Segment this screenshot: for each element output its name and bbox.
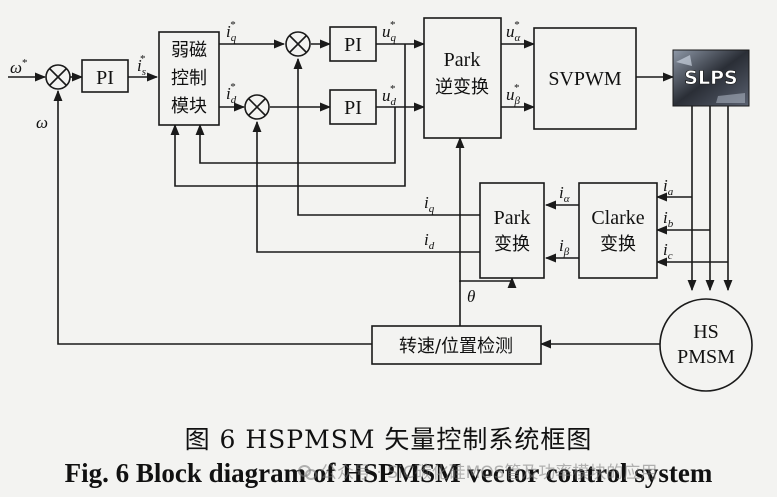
- inverse-park-block: [423, 17, 502, 139]
- label-omega-fb: ω: [36, 113, 48, 132]
- label-ubeta-ref: uβ*: [506, 82, 521, 107]
- label-ic: ic: [663, 240, 673, 262]
- label-is-ref: is*: [137, 53, 146, 78]
- pi-speed-block: [81, 59, 129, 93]
- caption-english: Fig. 6 Block diagram of HSPMSM vector co…: [64, 458, 713, 488]
- wire-theta-park: [459, 276, 517, 326]
- label-id-fb: id: [424, 230, 435, 252]
- pi-q-block: [329, 26, 377, 62]
- flux-weakening-label-3: 模块: [171, 96, 207, 117]
- park-label-1: Park: [494, 207, 531, 229]
- clarke-label-1: Clarke: [591, 207, 644, 229]
- watermark: 公众号 · SiC碳化硅MOS管及功率模块的应用: [298, 458, 657, 483]
- inverse-park-label-1: Park: [444, 49, 481, 71]
- wechat-icon: [298, 465, 317, 480]
- label-iq-fb: iq: [424, 193, 435, 215]
- label-ib: ib: [663, 208, 674, 230]
- sum-q: [285, 31, 311, 57]
- inverse-park-label-2: 逆变换: [435, 77, 489, 98]
- label-ualpha-ref: uα*: [506, 19, 521, 44]
- motor-label-2: PMSM: [677, 346, 735, 368]
- sensor-label: 转速/位置检测: [399, 336, 513, 357]
- caption-chinese: 图 6 HSPMSM 矢量控制系统框图: [184, 425, 593, 454]
- inverter-label: SLPS: [684, 67, 737, 89]
- wire-id-fb: [252, 120, 480, 253]
- label-ibeta: iβ: [559, 236, 570, 258]
- flux-weakening-label-2: 控制: [171, 68, 207, 89]
- motor-block: [659, 298, 753, 392]
- svpwm-block: [533, 27, 637, 130]
- clarke-label-2: 变换: [600, 234, 636, 255]
- label-uq-ref: uq*: [382, 19, 397, 44]
- label-ud-ref: ud*: [382, 83, 397, 108]
- flux-weakening-block: [158, 31, 220, 126]
- inverter-block: [672, 49, 750, 107]
- park-label-2: 变换: [494, 234, 530, 255]
- clarke-block: [578, 182, 658, 279]
- pi-d-block: [329, 89, 377, 125]
- wire-uq-fb: [170, 44, 406, 187]
- watermark-text: 公众号 · SiC碳化硅MOS管及功率模块的应用: [320, 463, 658, 483]
- label-ia: ia: [663, 176, 674, 198]
- flux-weakening-label-1: 弱磁: [171, 40, 207, 61]
- label-omega-ref: ω*: [10, 57, 28, 77]
- sum-d: [244, 94, 270, 120]
- sensor-block: [371, 325, 542, 365]
- wire-iq-fb: [293, 57, 480, 216]
- pi-d-label: PI: [344, 97, 362, 119]
- svpwm-label: SVPWM: [548, 68, 622, 90]
- park-block: [479, 182, 545, 279]
- vector-control-block-diagram: PI PI PI Park Park Clarke SVPWM HS PMSM …: [8, 17, 753, 392]
- pi-q-label: PI: [344, 34, 362, 56]
- sum-speed: [45, 64, 71, 90]
- label-ialpha: iα: [559, 183, 570, 205]
- motor-label-1: HS: [693, 321, 719, 343]
- label-theta: θ: [467, 287, 475, 306]
- label-iq-ref: iq*: [226, 19, 237, 44]
- wire-omega-fb: [53, 89, 372, 345]
- label-id-ref: id*: [226, 81, 237, 106]
- wire-ud-fb: [195, 107, 396, 164]
- pi-speed-label: PI: [96, 67, 114, 89]
